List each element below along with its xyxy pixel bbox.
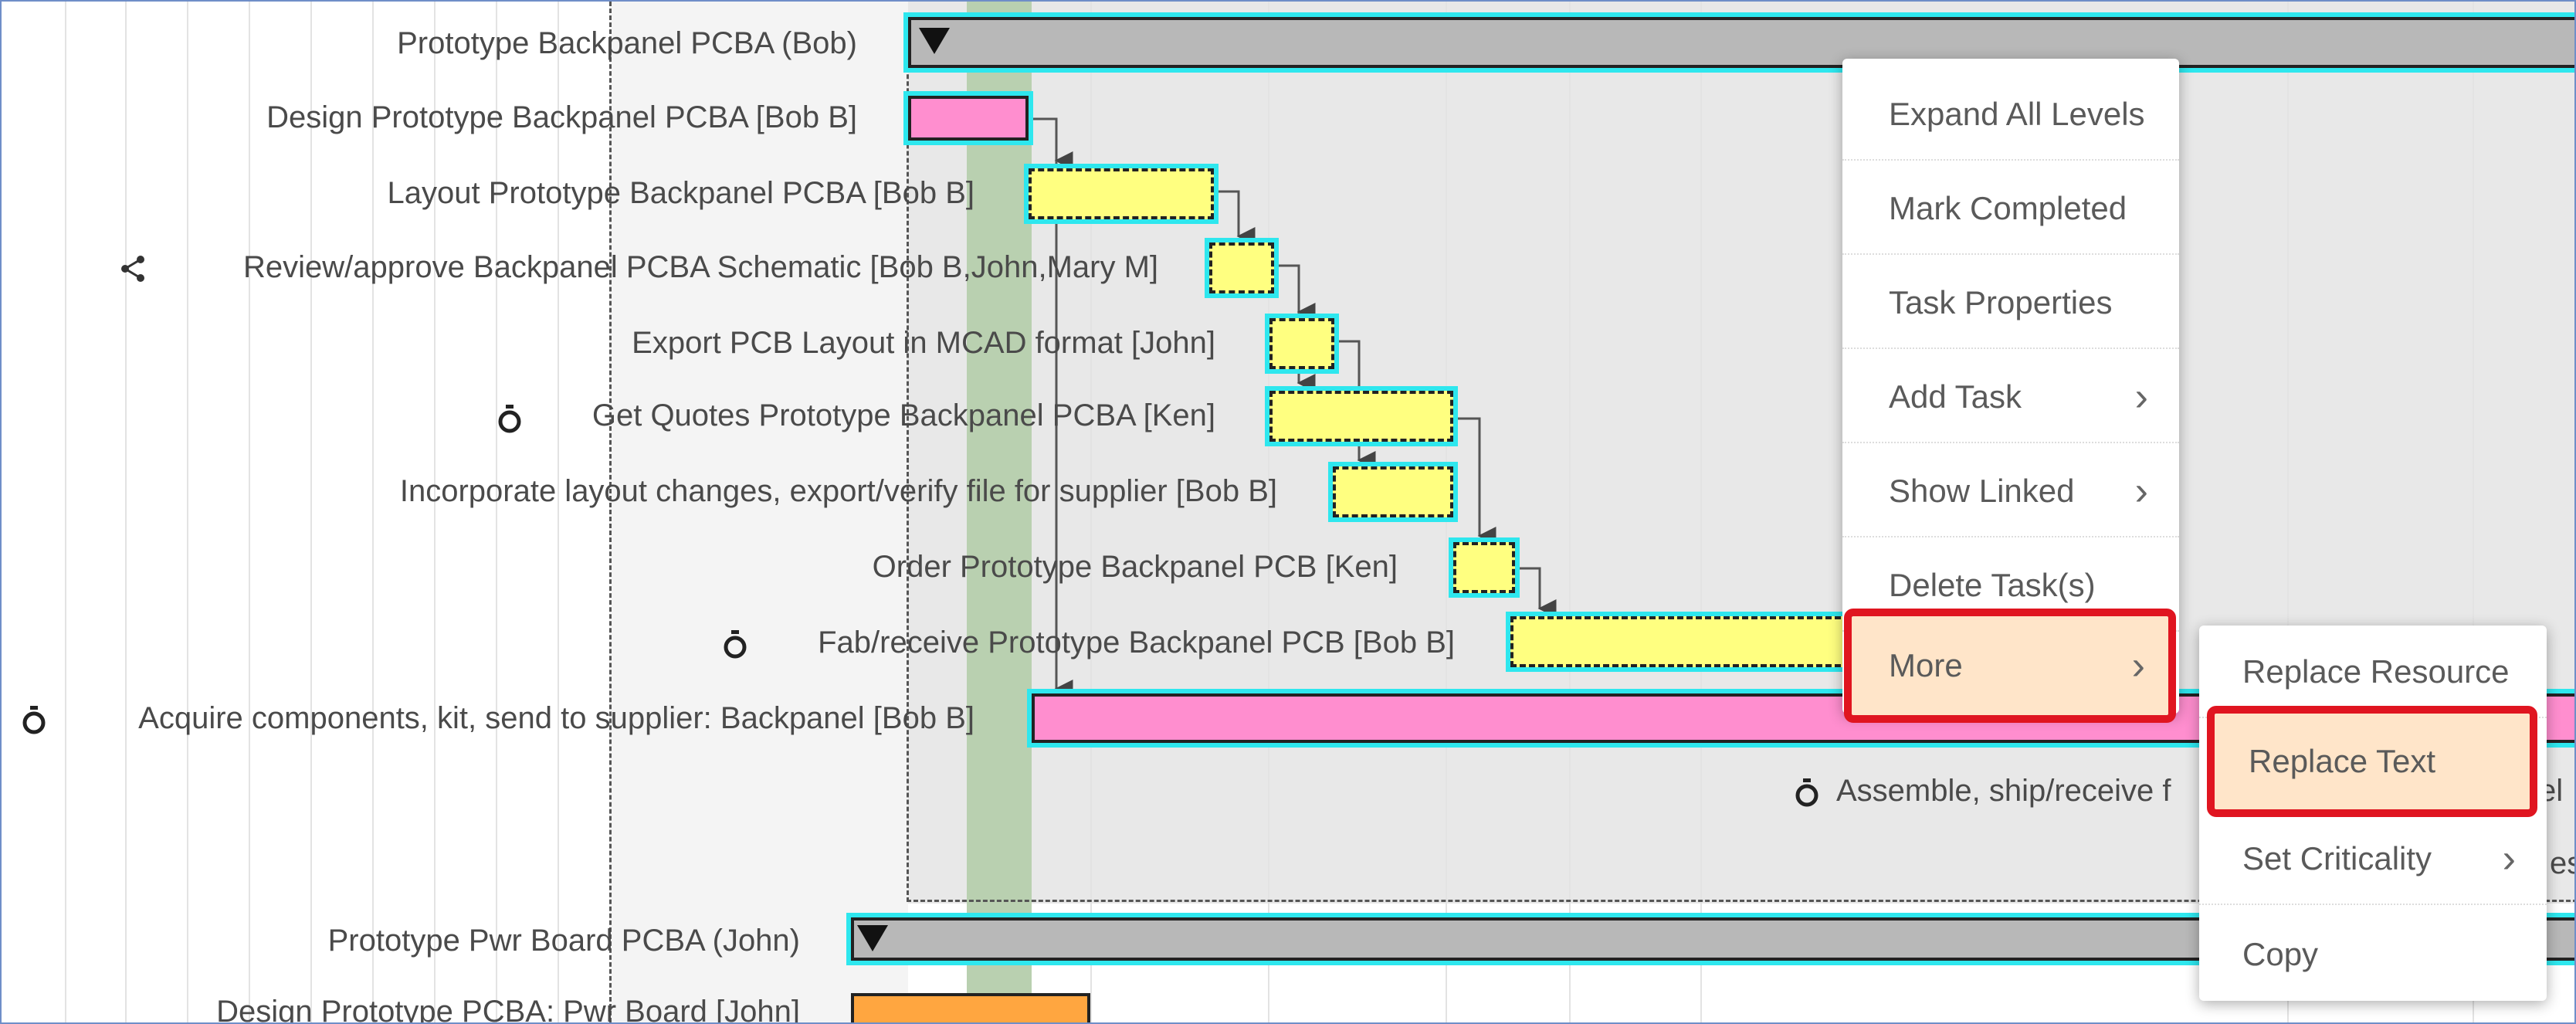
row-label[interactable]: Get Quotes Prototype Backpanel PCBA [Ken… [591, 398, 1215, 432]
menu-item-more[interactable]: More › [1844, 609, 2176, 723]
menu-item-label: Task Properties [1889, 284, 2113, 320]
grid-line [249, 2, 250, 1022]
grid-line [1268, 2, 1269, 1022]
stopwatch-icon [1793, 777, 1821, 812]
row-label[interactable]: Incorporate layout changes, export/verif… [399, 474, 1277, 508]
stopwatch-icon [20, 704, 48, 739]
row-label-text: Assemble, ship/receive f [1836, 774, 2171, 808]
task-bar-design[interactable] [908, 96, 1029, 141]
task-bar-export[interactable] [1269, 318, 1334, 369]
grid-line [2473, 2, 2474, 1022]
row-label[interactable]: Layout Prototype Backpanel PCBA [Bob B] [387, 176, 974, 210]
chevron-right-icon: › [2502, 836, 2516, 881]
stopwatch-icon [496, 403, 524, 438]
menu-item-label: Show Linked [1889, 473, 2075, 509]
grid-line [1090, 2, 1092, 1022]
menu-item-label: Delete Task(s) [1889, 567, 2096, 603]
menu-item-mark-completed[interactable]: Mark Completed [1842, 162, 2179, 255]
task-bar-quotes[interactable] [1269, 391, 1453, 442]
summary-bar-backpanel[interactable] [908, 17, 2574, 68]
menu-item-label: Mark Completed [1889, 190, 2127, 226]
chevron-right-icon: › [2134, 469, 2148, 514]
row-label[interactable]: Design Prototype PCBA: Pwr Board [John] [216, 995, 800, 1024]
submenu-item-replace-resource[interactable]: Replace Resource [2199, 626, 2547, 718]
dashed-marker-line [609, 2, 612, 1022]
row-label[interactable]: Acquire components, kit, send to supplie… [138, 701, 974, 735]
grid-line [187, 2, 188, 1022]
row-label[interactable]: Review/approve Backpanel PCBA Schematic … [243, 250, 1158, 284]
menu-item-label: Expand All Levels [1889, 96, 2145, 132]
menu-item-label: Set Criticality [2242, 840, 2432, 877]
row-label[interactable]: Assemble, ship/receive f [1836, 774, 2171, 808]
timeline-left-shade [612, 2, 908, 1022]
collapse-triangle-icon[interactable] [919, 28, 950, 54]
menu-item-task-properties[interactable]: Task Properties [1842, 256, 2179, 349]
today-band [967, 2, 1032, 1022]
partial-right-text: es [2550, 846, 2574, 880]
share-icon[interactable] [117, 253, 148, 288]
menu-item-label: More [1889, 647, 1963, 683]
row-label[interactable]: Prototype Pwr Board PCBA (John) [327, 924, 800, 958]
chevron-right-icon: › [2134, 375, 2148, 419]
grid-line [372, 2, 374, 1022]
task-bar-incorporate[interactable] [1333, 466, 1453, 517]
menu-item-label: Replace Resource [2242, 653, 2510, 690]
grid-line [434, 2, 436, 1022]
context-menu: Expand All Levels Mark Completed Task Pr… [1842, 59, 2179, 714]
grid-line [558, 2, 559, 1022]
grid-line [125, 2, 127, 1022]
menu-item-label: Replace Text [2249, 743, 2436, 779]
grid-line [1569, 2, 1571, 1022]
menu-item-label: Add Task [1889, 378, 2022, 415]
grid-line [65, 2, 66, 1022]
row-label[interactable]: Export PCB Layout in MCAD format [John] [632, 326, 1215, 360]
menu-item-label: Copy [2242, 936, 2319, 972]
stopwatch-icon [721, 629, 749, 663]
task-bar-layout[interactable] [1029, 168, 1214, 219]
task-bar-review[interactable] [1209, 242, 1274, 293]
menu-item-show-linked[interactable]: Show Linked › [1842, 445, 2179, 537]
submenu-item-copy[interactable]: Copy [2199, 908, 2547, 1001]
chevron-right-icon: › [2131, 643, 2145, 688]
task-bar-order[interactable] [1453, 542, 1515, 593]
collapse-triangle-icon[interactable] [857, 925, 888, 951]
submenu-item-replace-text[interactable]: Replace Text [2207, 706, 2537, 817]
menu-item-add-task[interactable]: Add Task › [1842, 351, 2179, 443]
row-label[interactable]: Order Prototype Backpanel PCB [Ken] [872, 550, 1398, 584]
row-label[interactable]: Design Prototype Backpanel PCBA [Bob B] [266, 100, 857, 134]
task-bar-design-pwr[interactable] [851, 993, 1090, 1022]
grid-line [310, 2, 312, 1022]
grid-line [2287, 2, 2289, 1022]
grid-line [496, 2, 497, 1022]
row-label[interactable]: Fab/receive Prototype Backpanel PCB [Bob… [818, 626, 1455, 659]
grid-line [1700, 2, 1702, 1022]
submenu-item-set-criticality[interactable]: Set Criticality › [2199, 812, 2547, 905]
menu-item-expand-all-levels[interactable]: Expand All Levels [1842, 68, 2179, 161]
task-bar-fab[interactable] [1510, 616, 1850, 667]
row-label[interactable]: Prototype Backpanel PCBA (Bob) [397, 26, 857, 60]
